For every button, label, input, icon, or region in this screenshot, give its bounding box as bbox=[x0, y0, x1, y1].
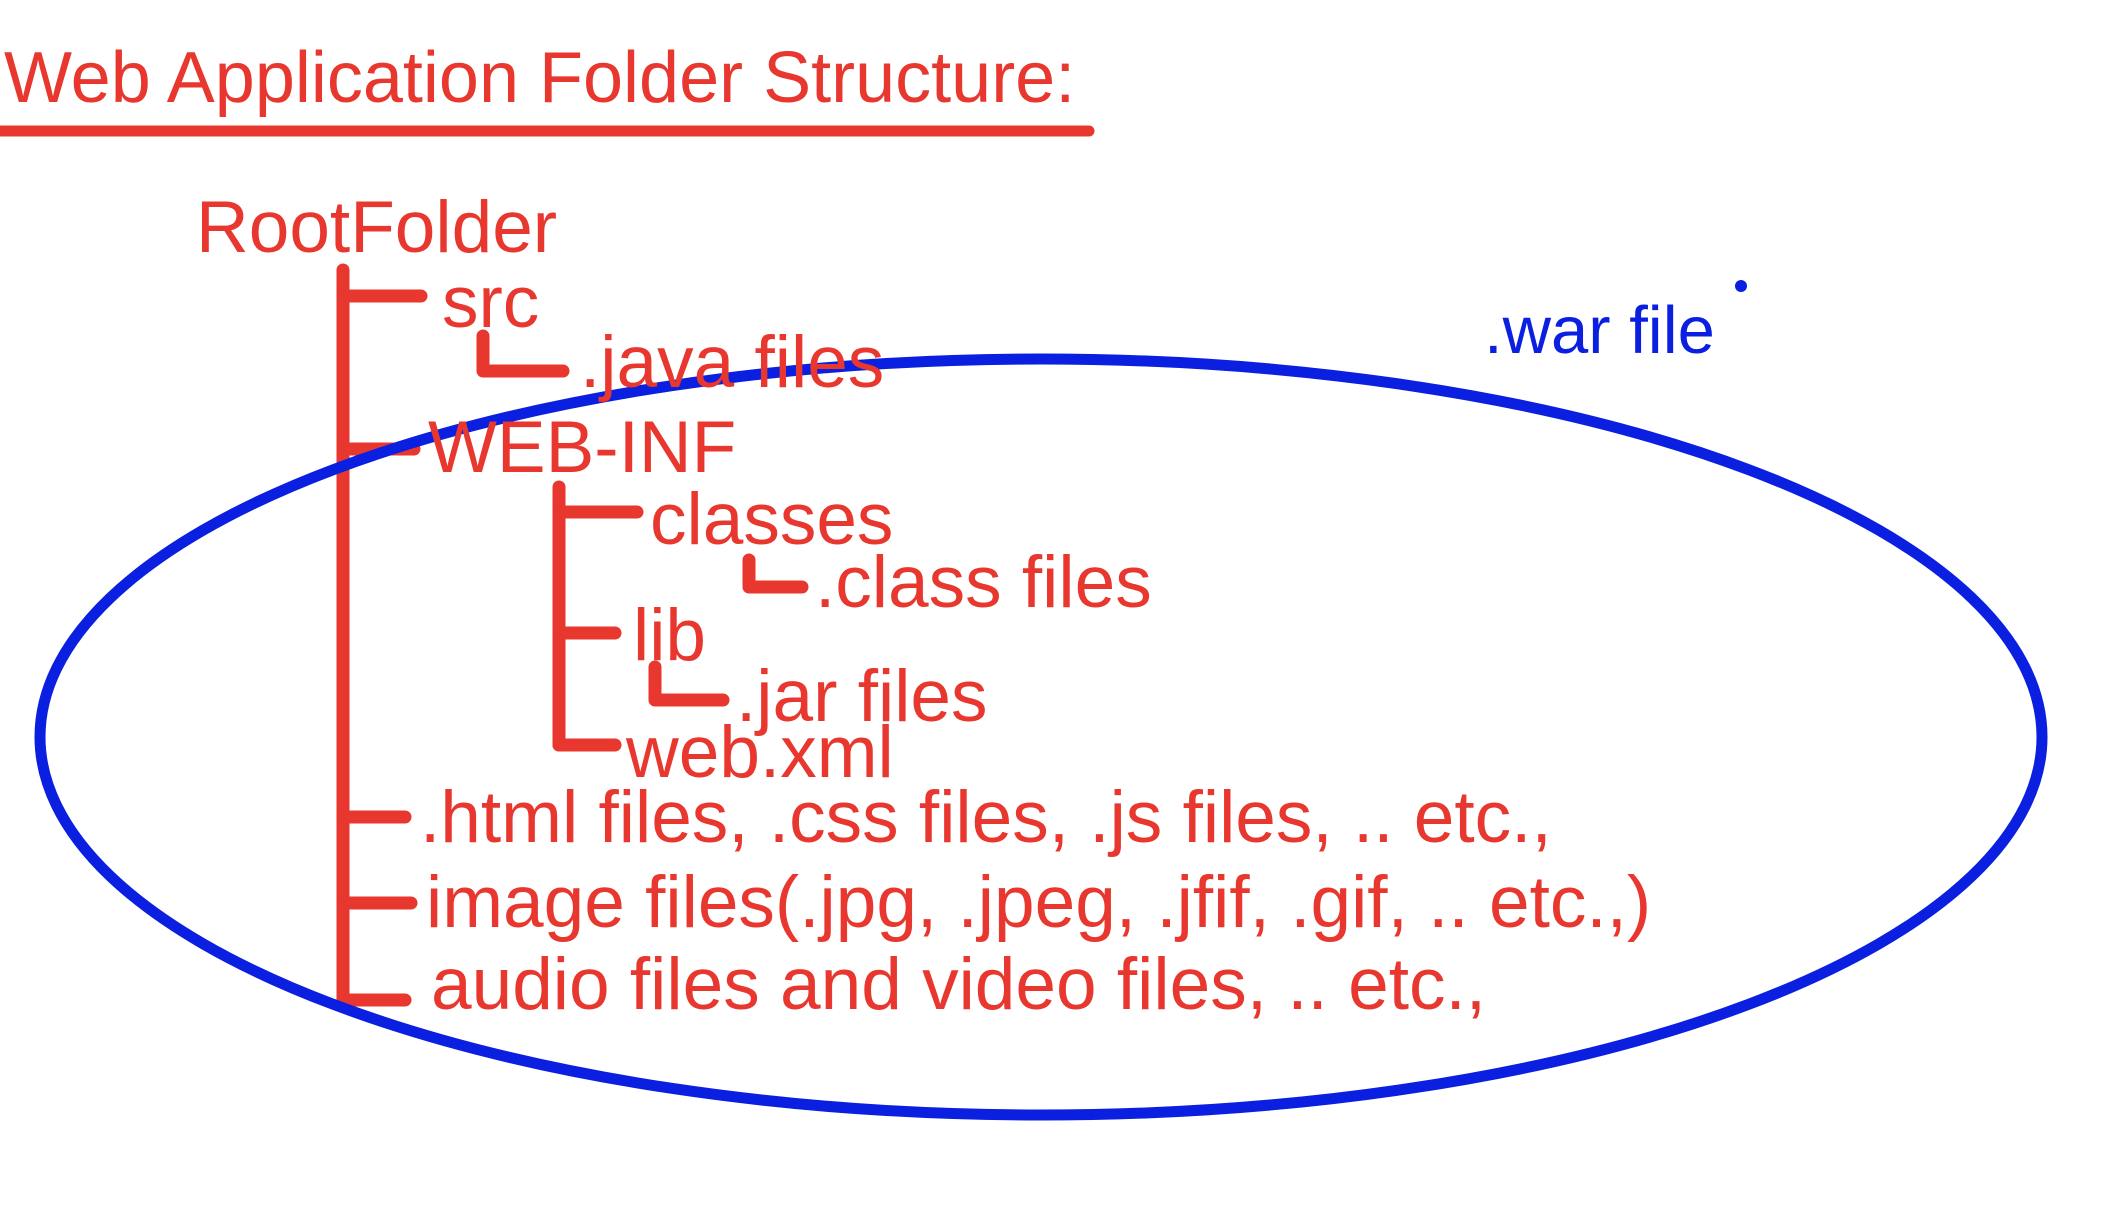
root-folder-label: RootFolder bbox=[196, 187, 558, 268]
war-file-boundary-ellipse bbox=[34, 353, 2048, 1121]
class-files-branch bbox=[742, 553, 809, 594]
java-files-label: .java files bbox=[580, 322, 885, 403]
jar-files-branch bbox=[648, 660, 730, 707]
java-files-branch bbox=[476, 329, 570, 378]
jar-files-label: .jar files bbox=[736, 656, 988, 737]
war-pen-dot bbox=[1735, 280, 1747, 292]
web-inf-folder-label: WEB-INF bbox=[428, 407, 737, 488]
class-files-label: .class files bbox=[815, 542, 1152, 623]
tree-connectors bbox=[336, 263, 809, 1007]
static-files-label: .html files, .css files, .js files, .. e… bbox=[420, 777, 1552, 858]
image-files-label: image files(.jpg, .jpeg, .jfif, .gif, ..… bbox=[426, 862, 1652, 943]
war-file-label: .war file bbox=[1484, 293, 1715, 368]
page-title: Web Application Folder Structure: bbox=[4, 38, 1076, 118]
web-xml-label: web.xml bbox=[626, 712, 894, 793]
classes-folder-label: classes bbox=[650, 479, 894, 560]
media-files-label: audio files and video files, .. etc., bbox=[431, 944, 1487, 1025]
lib-folder-label: lib bbox=[633, 595, 707, 676]
src-folder-label: src bbox=[442, 262, 540, 343]
